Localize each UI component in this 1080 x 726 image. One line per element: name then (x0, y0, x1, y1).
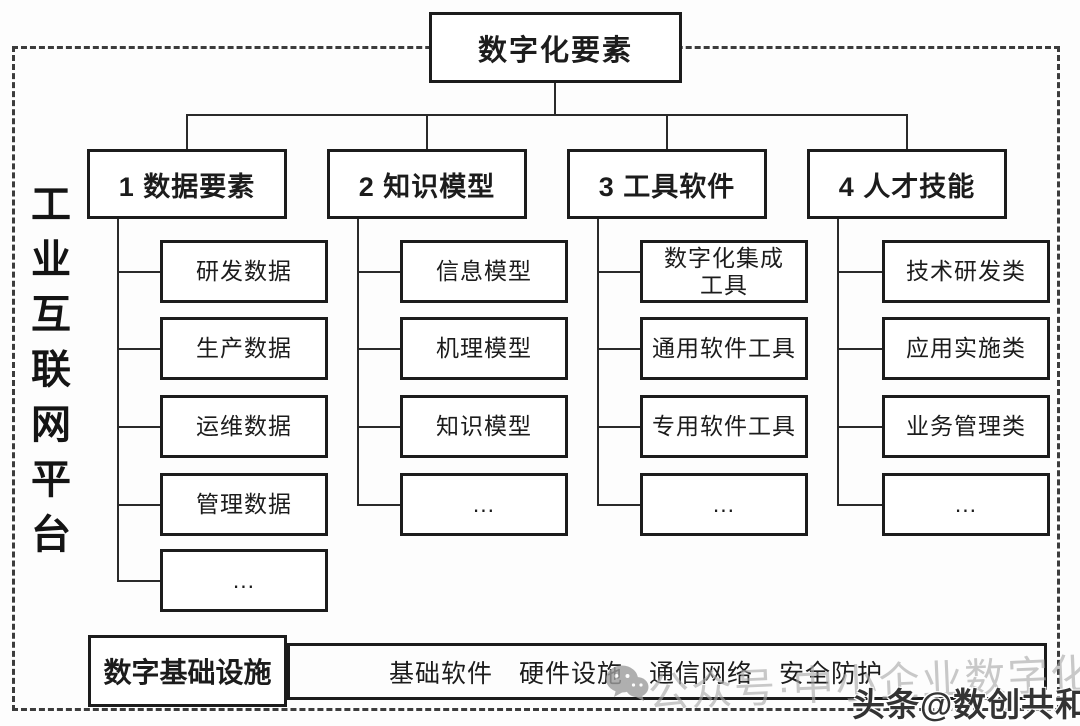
connector-branch1-drop (186, 115, 188, 150)
node-label: 机理模型 (436, 335, 532, 362)
node-label: 生产数据 (196, 335, 292, 362)
foundation-label: 数字基础设施 (103, 657, 272, 688)
connector-stub (117, 271, 160, 273)
node-label: 专用软件工具 (652, 413, 796, 440)
branch-label: 2 知识模型 (358, 171, 496, 202)
wechat-icon (604, 664, 650, 707)
node-information-model: 信息模型 (400, 240, 568, 303)
node-label: ... (472, 491, 496, 518)
node-mechanism-model: 机理模型 (400, 317, 568, 380)
node-rd-data: 研发数据 (160, 240, 328, 303)
connector-stub (837, 348, 882, 350)
connector-stub (597, 504, 640, 506)
node-label: 研发数据 (196, 258, 292, 285)
foundation-item-basic-software: 基础软件 (388, 659, 493, 688)
branch-node-tool-software: 3 工具软件 (567, 149, 767, 219)
connector-top-rail (186, 114, 908, 116)
connector-stub (117, 580, 160, 582)
node-management-data: 管理数据 (160, 473, 328, 536)
branch-label: 1 数据要素 (118, 171, 256, 202)
foundation-bar: 基础软件 硬件设施 通信网络 安全防护 (287, 643, 1047, 700)
node-business-mgmt-class: 业务管理类 (882, 395, 1050, 458)
node-model-ellipsis: ... (400, 473, 568, 536)
node-production-data: 生产数据 (160, 317, 328, 380)
node-special-software-tools: 专用软件工具 (640, 395, 808, 458)
connector-stub (117, 348, 160, 350)
node-label: 业务管理类 (906, 413, 1026, 440)
node-label: 管理数据 (196, 491, 292, 518)
root-node-label: 数字化要素 (477, 34, 633, 67)
connector-branch2-drop (426, 115, 428, 150)
foundation-node: 数字基础设施 (88, 635, 287, 707)
connector-stub (597, 426, 640, 428)
root-node: 数字化要素 (429, 12, 682, 83)
connector-root-drop (554, 83, 556, 115)
node-label: 知识模型 (436, 413, 532, 440)
connector-stub (357, 426, 400, 428)
connector-col4-spine (837, 217, 839, 505)
foundation-item-hardware: 硬件设施 (518, 659, 623, 688)
node-tools-ellipsis: ... (640, 473, 808, 536)
node-label: 通用软件工具 (652, 335, 796, 362)
connector-stub (117, 504, 160, 506)
node-label: ... (712, 491, 736, 518)
toutiao-watermark-text: 头条@数创共和 (852, 686, 1080, 723)
node-tech-rd-class: 技术研发类 (882, 240, 1050, 303)
node-digital-integration-tools: 数字化集成工具 (640, 240, 808, 303)
connector-stub (837, 426, 882, 428)
node-label: 技术研发类 (906, 258, 1026, 285)
node-om-data: 运维数据 (160, 395, 328, 458)
connector-branch4-drop (906, 115, 908, 150)
node-label: ... (954, 491, 978, 518)
connector-stub (357, 504, 400, 506)
connector-stub (597, 271, 640, 273)
connector-col3-spine (597, 217, 599, 505)
connector-col1-spine (117, 217, 119, 581)
node-knowledge-model: 知识模型 (400, 395, 568, 458)
node-talent-ellipsis: ... (882, 473, 1050, 536)
node-label: ... (232, 567, 256, 594)
foundation-item-security: 安全防护 (779, 659, 884, 688)
branch-node-talent-skills: 4 人才技能 (807, 149, 1007, 219)
connector-stub (357, 271, 400, 273)
node-data-ellipsis: ... (160, 549, 328, 612)
node-label: 信息模型 (436, 258, 532, 285)
node-label: 运维数据 (196, 413, 292, 440)
connector-stub (357, 348, 400, 350)
foundation-item-network: 通信网络 (649, 659, 754, 688)
branch-node-knowledge-models: 2 知识模型 (327, 149, 527, 219)
branch-label: 3 工具软件 (598, 171, 736, 202)
connector-stub (117, 426, 160, 428)
node-label: 应用实施类 (906, 335, 1026, 362)
connector-stub (837, 271, 882, 273)
connector-stub (597, 348, 640, 350)
node-general-software-tools: 通用软件工具 (640, 317, 808, 380)
connector-branch3-drop (666, 115, 668, 150)
branch-label: 4 人才技能 (838, 171, 976, 202)
platform-label: 工业互联网平台 (25, 183, 69, 568)
connector-stub (837, 504, 882, 506)
node-application-impl-class: 应用实施类 (882, 317, 1050, 380)
connector-col2-spine (357, 217, 359, 505)
branch-node-data-elements: 1 数据要素 (87, 149, 287, 219)
node-label: 数字化集成工具 (664, 245, 784, 298)
